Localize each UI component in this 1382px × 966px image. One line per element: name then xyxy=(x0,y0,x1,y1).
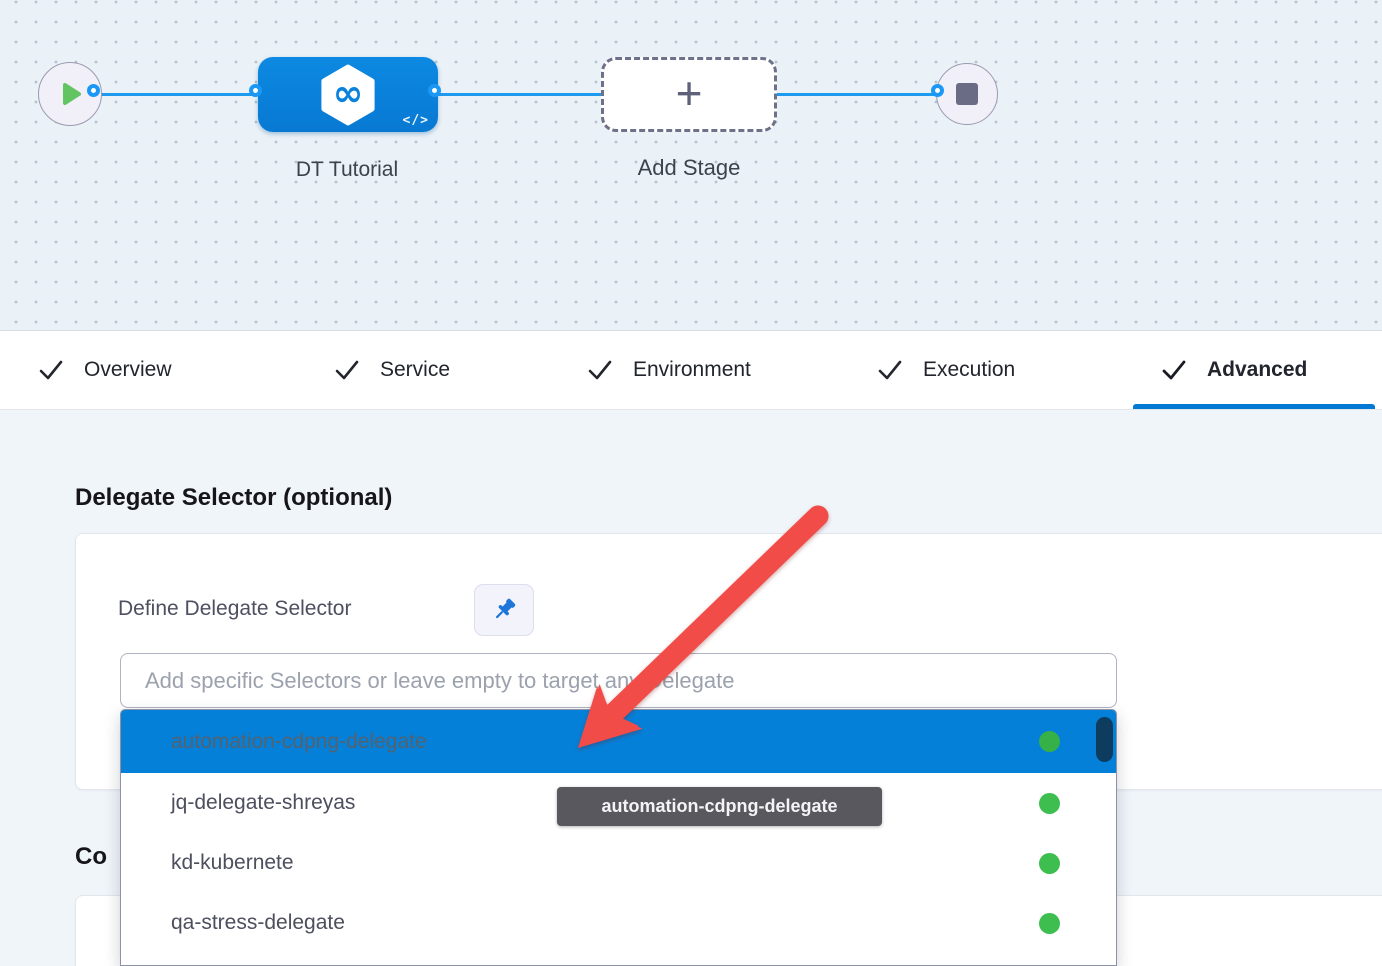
edge-addstage-to-end xyxy=(775,93,943,96)
define-delegate-selector-label: Define Delegate Selector xyxy=(118,597,352,620)
tab-label: Execution xyxy=(923,358,1016,381)
port-start-out[interactable] xyxy=(87,84,100,97)
delegate-option[interactable]: jq-delegate-shreyas xyxy=(121,773,1116,833)
check-icon xyxy=(1162,360,1186,380)
add-stage-button[interactable]: + xyxy=(601,57,777,132)
delegate-status-dot xyxy=(1039,912,1060,934)
port-stage-out[interactable] xyxy=(428,84,441,97)
pushpin-icon xyxy=(495,598,516,619)
delegate-name-tooltip: automation-cdpng-delegate xyxy=(557,787,882,826)
delegate-option[interactable]: kd-kubernete xyxy=(121,833,1116,893)
delegate-status-dot xyxy=(1039,792,1060,814)
stage-node-dt-tutorial[interactable]: ∞ </> xyxy=(258,57,438,132)
tab-label: Overview xyxy=(84,358,172,381)
edge-stage-to-addstage xyxy=(432,93,604,96)
stage-tabbar: Overview Service Environment Execution A… xyxy=(0,330,1382,410)
tab-execution[interactable]: Execution xyxy=(877,331,1015,409)
stop-icon xyxy=(956,83,978,105)
tab-label: Advanced xyxy=(1207,358,1308,381)
code-view-icon[interactable]: </> xyxy=(402,113,429,128)
delegate-selector-heading: Delegate Selector (optional) xyxy=(75,484,393,511)
plus-icon: + xyxy=(675,66,703,119)
port-end-in[interactable] xyxy=(931,84,944,97)
pin-runtime-input-button[interactable] xyxy=(474,584,534,636)
tab-label: Service xyxy=(380,358,451,381)
harness-hexagon-icon: ∞ xyxy=(321,64,375,125)
tab-environment[interactable]: Environment xyxy=(587,331,751,409)
check-icon xyxy=(39,360,63,380)
check-icon xyxy=(335,360,359,380)
port-stage-in[interactable] xyxy=(249,84,262,97)
play-icon xyxy=(63,83,81,105)
delegate-status-dot xyxy=(1039,731,1060,752)
add-stage-label: Add Stage xyxy=(637,155,741,180)
svg-text:∞: ∞ xyxy=(333,71,364,114)
delegate-selector-input[interactable] xyxy=(120,653,1117,708)
tab-label: Environment xyxy=(633,358,751,381)
delegate-option-label: kd-kubernete xyxy=(171,851,294,874)
covered-section-heading: Co xyxy=(75,843,107,870)
delegate-option-label: qa-stress-delegate xyxy=(171,911,345,934)
tooltip-text: automation-cdpng-delegate xyxy=(601,796,838,816)
edge-start-to-stage xyxy=(88,93,263,96)
stage-node-label: DT Tutorial xyxy=(295,158,399,181)
pipeline-canvas[interactable]: ∞ </> + DT Tutorial Add Stage xyxy=(0,0,1382,330)
check-icon xyxy=(878,360,902,380)
dropdown-scrollbar-thumb[interactable] xyxy=(1096,717,1113,762)
delegate-status-dot xyxy=(1039,852,1060,874)
delegate-option[interactable]: automation-cdpng-delegate xyxy=(121,710,1116,773)
active-tab-underline xyxy=(1133,404,1375,409)
tab-service[interactable]: Service xyxy=(334,331,450,409)
tab-advanced[interactable]: Advanced xyxy=(1161,331,1307,409)
check-icon xyxy=(588,360,612,380)
end-node[interactable] xyxy=(936,63,998,125)
delegate-option-label: jq-delegate-shreyas xyxy=(171,791,356,814)
delegate-options-dropdown: automation-cdpng-delegate jq-delegate-sh… xyxy=(120,709,1117,966)
delegate-option[interactable]: qa-stress-delegate xyxy=(121,893,1116,953)
delegate-option-label: automation-cdpng-delegate xyxy=(171,729,427,753)
tab-overview[interactable]: Overview xyxy=(38,331,172,409)
